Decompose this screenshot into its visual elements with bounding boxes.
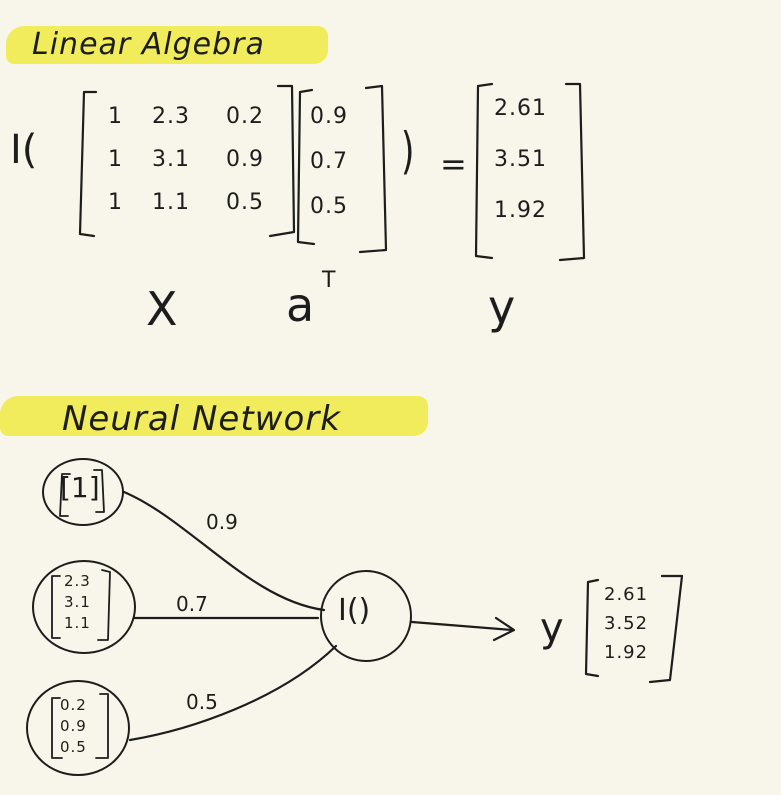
output-vector-cell: 1.92 xyxy=(604,642,649,663)
input-node-2 xyxy=(32,560,136,654)
vector-y-left-bracket xyxy=(474,82,494,260)
input-node-2-cell: 3.1 xyxy=(64,593,91,611)
matrix-x-col-3: 0.2 0.9 0.5 xyxy=(226,104,264,215)
matrix-x-left-bracket xyxy=(78,90,98,238)
weight-label-3: 0.5 xyxy=(186,690,218,714)
output-arrow-head xyxy=(492,616,516,642)
vector-y-right-bracket xyxy=(558,82,586,262)
title-highlight-linear-algebra xyxy=(6,26,328,64)
output-arrow xyxy=(410,620,514,632)
vector-a-cell: 0.7 xyxy=(310,149,348,174)
linear-algebra-title: Linear Algebra xyxy=(32,27,265,62)
vector-a: 0.9 0.7 0.5 xyxy=(310,104,348,219)
vector-a-left-bracket xyxy=(296,88,316,246)
function-close: ) xyxy=(400,122,415,180)
input-node-1-value: [1] xyxy=(60,471,100,504)
vector-a-cell: 0.5 xyxy=(310,194,348,219)
input-node-1 xyxy=(42,458,124,526)
output-vector-right-bracket xyxy=(648,574,684,684)
input-node-2-values: 2.3 3.1 1.1 xyxy=(64,572,91,632)
output-vector-cell: 3.52 xyxy=(604,613,649,634)
label-a-superscript: T xyxy=(322,268,336,293)
vector-y-cell: 3.51 xyxy=(494,147,547,172)
input-node-3-cell: 0.2 xyxy=(60,696,87,714)
matrix-x-cell: 3.1 xyxy=(152,147,190,172)
weight-label-1: 0.9 xyxy=(206,510,238,534)
matrix-x-cell: 0.9 xyxy=(226,147,264,172)
equals-sign: = xyxy=(440,145,467,183)
input-node-3-cell: 0.9 xyxy=(60,717,87,735)
function-open: I( xyxy=(10,127,38,173)
input-node-3-cell: 0.5 xyxy=(60,738,87,756)
matrix-x-cell: 1 xyxy=(108,104,123,129)
input-node-2-cell: 2.3 xyxy=(64,572,91,590)
title-highlight-neural-network xyxy=(0,396,428,436)
label-x: X xyxy=(146,282,178,336)
edge-input3-output xyxy=(128,644,338,742)
label-a: a xyxy=(286,278,315,332)
matrix-x-cell: 1 xyxy=(108,190,123,215)
vector-y-cell: 1.92 xyxy=(494,198,547,223)
vector-a-cell: 0.9 xyxy=(310,104,348,129)
edge-input1-output xyxy=(122,490,326,612)
input-node-3-values: 0.2 0.9 0.5 xyxy=(60,696,87,756)
input-node-2-cell: 1.1 xyxy=(64,614,91,632)
output-y-label: y xyxy=(540,605,564,651)
output-vector-cell: 2.61 xyxy=(604,584,649,605)
matrix-x-right-bracket xyxy=(268,84,296,238)
vector-y-cell: 2.61 xyxy=(494,96,547,121)
matrix-x-cell: 2.3 xyxy=(152,104,190,129)
matrix-x-cell: 0.5 xyxy=(226,190,264,215)
matrix-x-cell: 0.2 xyxy=(226,104,264,129)
vector-a-right-bracket xyxy=(358,84,388,254)
matrix-x-col-2: 2.3 3.1 1.1 xyxy=(152,104,190,215)
vector-y: 2.61 3.51 1.92 xyxy=(494,96,547,223)
neural-network-title: Neural Network xyxy=(62,399,341,439)
matrix-x-cell: 1.1 xyxy=(152,190,190,215)
label-y: y xyxy=(488,280,516,334)
matrix-x-col-1: 1 1 1 xyxy=(108,104,123,215)
output-vector-left-bracket xyxy=(584,578,600,678)
input-node-3 xyxy=(26,680,130,776)
matrix-x-cell: 1 xyxy=(108,147,123,172)
output-node xyxy=(320,570,412,662)
output-vector: 2.61 3.52 1.92 xyxy=(604,584,648,663)
output-node-label: I() xyxy=(338,593,371,628)
weight-label-2: 0.7 xyxy=(176,592,208,616)
